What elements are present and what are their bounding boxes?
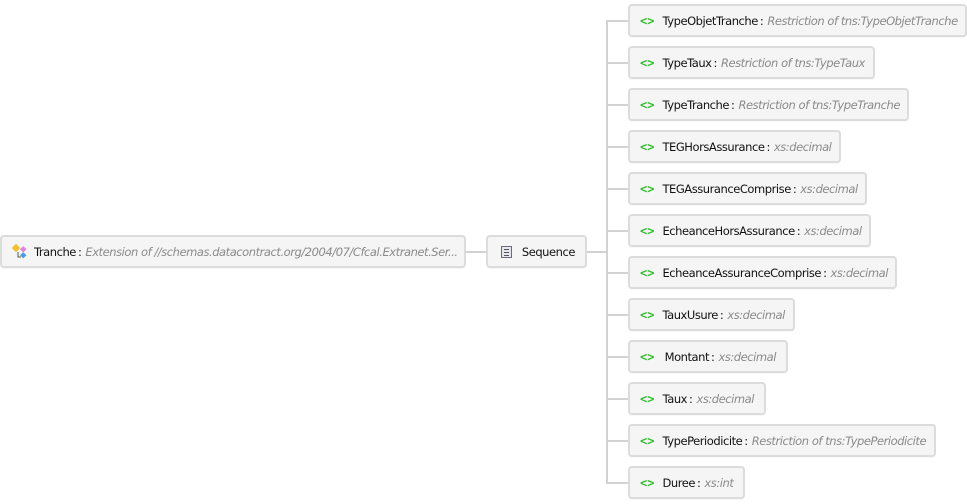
connector-branch [606,188,629,190]
element-name: TypePeriodicite [662,433,743,448]
sequence-label: Sequence [521,244,576,259]
connector-branch [606,146,629,148]
connector-branch [606,62,629,64]
element-name: EcheanceAssuranceComprise [662,265,822,280]
element-separator: : [731,97,735,112]
element-name: TEGHorsAssurance [662,139,765,154]
element-name: TypeObjetTranche [662,13,758,28]
element-node[interactable]: <> Taux:xs:decimal [628,382,766,415]
connector-branch [606,272,629,274]
element-icon: <> [640,223,655,238]
element-separator: : [766,139,770,154]
element-separator: : [696,475,701,490]
element-name: Montant [664,349,710,364]
element-type: Restriction of tns:TypeTaux [720,55,865,70]
element-node[interactable]: <> TypeObjetTranche:Restriction of tns:Ty… [628,4,967,37]
connector-branch [606,482,629,484]
root-type-base: Extension of //schemas.datacontract.org/… [85,244,458,259]
element-node[interactable]: <> TEGHorsAssurance:xs:decimal [628,130,841,163]
element-icon: <> [640,307,655,322]
complex-type-extension-icon [11,243,28,260]
element-separator: : [711,349,715,364]
sequence-icon [501,245,512,258]
connector-branch [606,440,629,442]
connector-branch [606,20,629,22]
connector-root-sequence [465,251,488,253]
element-type: xs:decimal [773,139,832,154]
element-type: xs:decimal [696,391,754,406]
element-name: TypeTranche [662,97,730,112]
element-icon: <> [640,13,655,28]
element-node[interactable]: <> TEGAssuranceComprise:xs:decimal [628,172,867,205]
element-node[interactable]: <> EcheanceAssuranceComprise:xs:decimal [628,256,897,289]
connector-branch [606,356,629,358]
element-type: xs:decimal [718,349,776,364]
element-separator: : [792,181,797,196]
connector-branch [606,104,629,106]
connector-branch [606,398,629,400]
element-icon: <> [640,181,655,196]
element-icon: <> [640,475,655,490]
connector-sequence-trunk [586,251,607,253]
element-node[interactable]: <> Montant:xs:decimal [628,340,788,373]
element-type: xs:decimal [800,181,858,196]
element-node[interactable]: <> TypeTranche:Restriction of tns:TypeTra… [628,88,909,121]
element-type: Restriction of tns:TypeTranche [738,97,900,112]
element-separator: : [719,307,724,322]
element-separator: : [759,13,764,28]
sequence-node[interactable]: Sequence [486,235,587,268]
element-icon: <> [640,139,655,154]
element-separator: : [823,265,827,280]
element-type: xs:decimal [830,265,889,280]
element-separator: : [744,433,748,448]
element-node[interactable]: <> TauxUsure:xs:decimal [628,298,795,331]
element-name: EcheanceHorsAssurance [662,223,795,238]
element-icon: <> [640,391,655,406]
element-node[interactable]: <> TypeTaux:Restriction of tns:TypeTaux [628,46,875,79]
element-icon: <> [640,433,655,448]
element-node[interactable]: <> Duree:xs:int [628,466,745,499]
element-name: TauxUsure [662,307,718,322]
element-icon: <> [640,265,655,280]
element-type: xs:decimal [727,307,785,322]
connector-branch [606,230,629,232]
element-name: Duree [662,475,695,490]
root-type-name: Tranche [34,244,76,259]
element-type: Restriction of tns:TypePeriodicite [751,433,927,448]
element-type: xs:int [704,475,734,490]
element-node[interactable]: <> EcheanceHorsAssurance:xs:decimal [628,214,871,247]
element-separator: : [689,391,693,406]
element-node[interactable]: <> TypePeriodicite:Restriction of tns:Typ… [628,424,936,457]
element-separator: : [796,223,801,238]
element-name: Taux [662,391,688,406]
element-type: xs:decimal [804,223,862,238]
element-icon: <> [640,55,655,70]
connector-branch [606,314,629,316]
connector-vertical-spine [606,20,608,483]
root-type-separator: : [77,244,82,259]
element-icon: <> [640,349,655,364]
element-name: TypeTaux [662,55,712,70]
element-separator: : [713,55,718,70]
element-name: TEGAssuranceComprise [662,181,791,196]
element-icon: <> [640,97,655,112]
root-type-node[interactable]: Tranche : Extension of //schemas.datacon… [0,235,466,268]
element-type: Restriction of tns:TypeObjetTranche [767,13,958,28]
